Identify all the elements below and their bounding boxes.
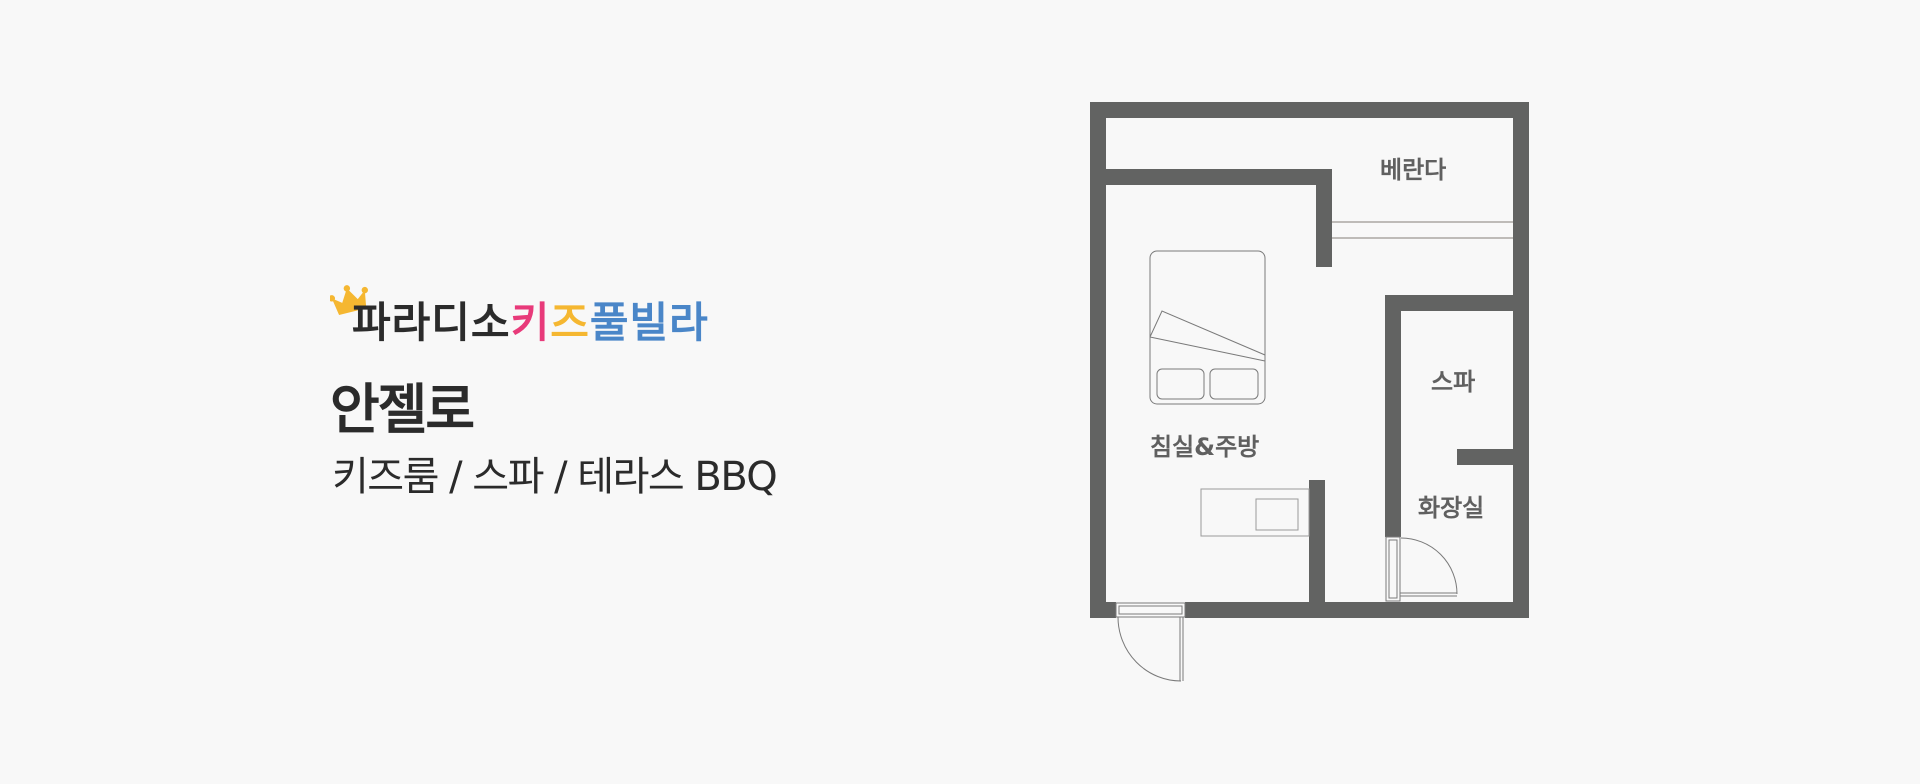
brand-name-blue: 풀빌라 [589, 298, 709, 347]
room-features: 키즈룸 / 스파 / 테라스 BBQ [332, 454, 778, 500]
room-label-spa: 스파 [1431, 368, 1476, 396]
brand-logo: 파라디소키즈풀빌라 [330, 284, 730, 354]
crown-icon [330, 285, 369, 316]
room-label-veranda: 베란다 [1380, 156, 1447, 184]
walls [1090, 102, 1529, 618]
room-label-bedroom-kitchen: 침실&주방 [1150, 433, 1260, 461]
brand-name-pink: 키 [510, 298, 551, 347]
entrance-door-icon [1115, 602, 1186, 682]
bathroom-door-icon [1385, 536, 1458, 602]
brand-name-yellow: 즈 [550, 298, 590, 347]
room-label-bathroom: 화장실 [1418, 494, 1485, 522]
sliding-window-icon [1332, 221, 1513, 239]
sink-icon [1255, 498, 1299, 531]
bed-icon [1149, 250, 1266, 405]
brand-name: 파라디소키즈풀빌라 [352, 302, 709, 344]
brand-name-dark: 파라디소 [352, 298, 511, 347]
room-title: 안젤로 [330, 378, 475, 441]
kitchen-counter-icon [1200, 488, 1310, 537]
